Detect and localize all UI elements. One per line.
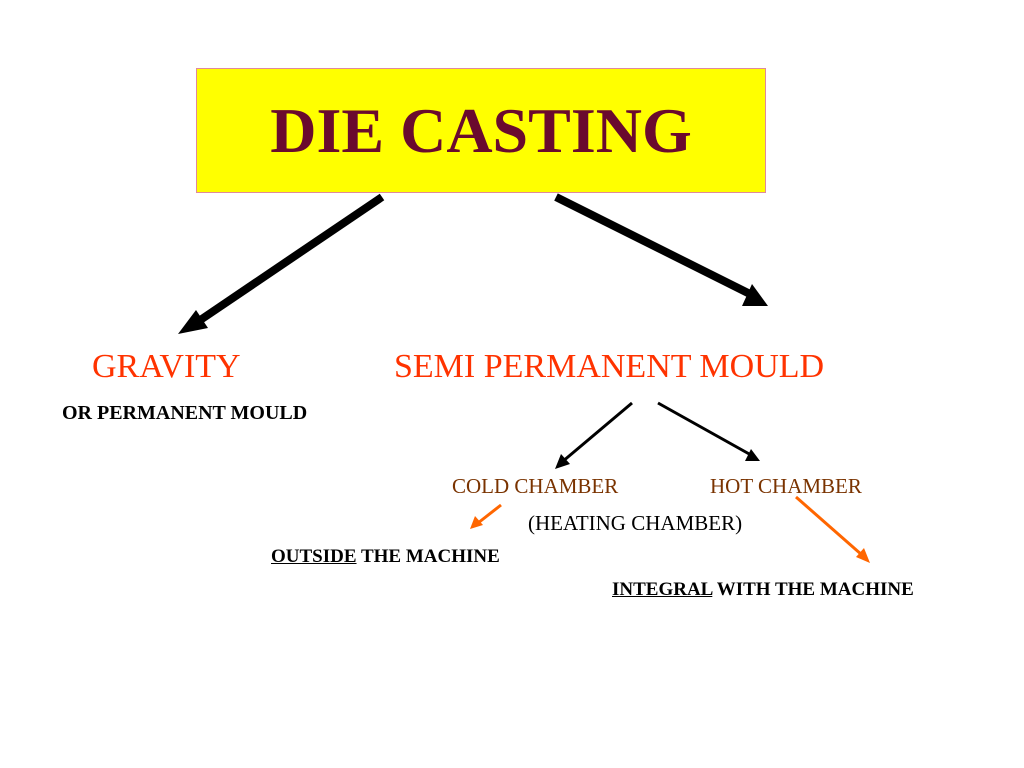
arrow-to-gravity-head [178, 310, 208, 334]
cold-chamber-note: OUTSIDE THE MACHINE [271, 547, 500, 566]
gravity-label: GRAVITY [92, 348, 241, 385]
hot-chamber-label: HOT CHAMBER [710, 474, 862, 498]
arrow-to-hot-chamber-head [745, 449, 760, 461]
semi-permanent-mould-label: SEMI PERMANENT MOULD [394, 348, 825, 385]
outside-emphasis: OUTSIDE [271, 546, 357, 567]
title-box: DIE CASTING [196, 68, 766, 193]
arrow-to-semi [554, 193, 754, 299]
heating-chamber-label: (HEATING CHAMBER) [528, 511, 743, 535]
hot-chamber-note: INTEGRAL WITH THE MACHINE [612, 580, 914, 599]
arrow-to-cold-chamber [561, 401, 633, 464]
outside-rest: THE MACHINE [356, 546, 500, 567]
arrow-to-cold-chamber-head [555, 454, 570, 469]
arrow-cold-note-head [470, 516, 483, 529]
arrow-to-semi-head [742, 284, 768, 306]
arrow-hot-note-head [856, 548, 870, 563]
permanent-mould-label: OR PERMANENT MOULD [62, 402, 308, 424]
integral-rest: WITH THE MACHINE [712, 579, 914, 600]
arrow-to-gravity [187, 193, 385, 331]
arrow-hot-note [795, 495, 863, 557]
title-text: DIE CASTING [270, 94, 692, 166]
cold-chamber-label: COLD CHAMBER [452, 474, 619, 498]
integral-emphasis: INTEGRAL [612, 579, 713, 600]
arrow-cold-note [477, 503, 502, 525]
arrow-to-hot-chamber [657, 401, 752, 457]
